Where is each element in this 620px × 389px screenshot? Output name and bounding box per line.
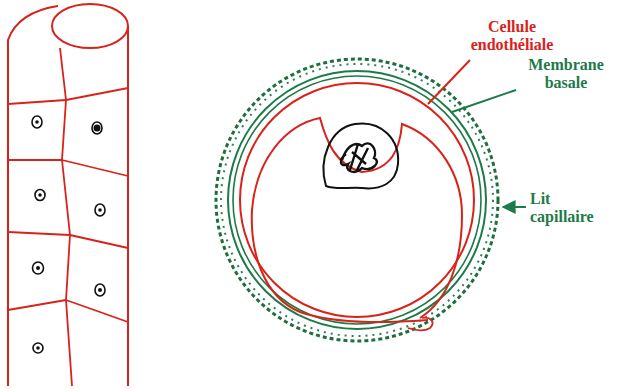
basement-membrane: [233, 76, 481, 324]
chromatin: [341, 143, 377, 172]
cell-nuclei: [32, 116, 105, 353]
capillary-bed: [216, 59, 498, 341]
cell-nucleoli: [35, 120, 102, 350]
leader-line: [428, 60, 470, 104]
endothelial-cell-lumen: [252, 118, 462, 322]
nucleus: [324, 123, 399, 188]
capillary-tube: [8, 4, 128, 386]
endothelial-cell-outer: [240, 83, 474, 317]
cell-junction: [408, 318, 432, 331]
basement-membrane: [228, 71, 486, 329]
capillary-cross-section: [216, 59, 526, 341]
leader-arrow: [503, 206, 526, 208]
capillary-bed-label: Lit capillaire: [530, 190, 614, 226]
basement-membrane-label: Membrane basale: [520, 56, 612, 92]
capillary-bed: [221, 64, 493, 336]
leader-line: [452, 90, 516, 112]
endothelial-cell-label: Cellule endothéliale: [452, 18, 572, 54]
